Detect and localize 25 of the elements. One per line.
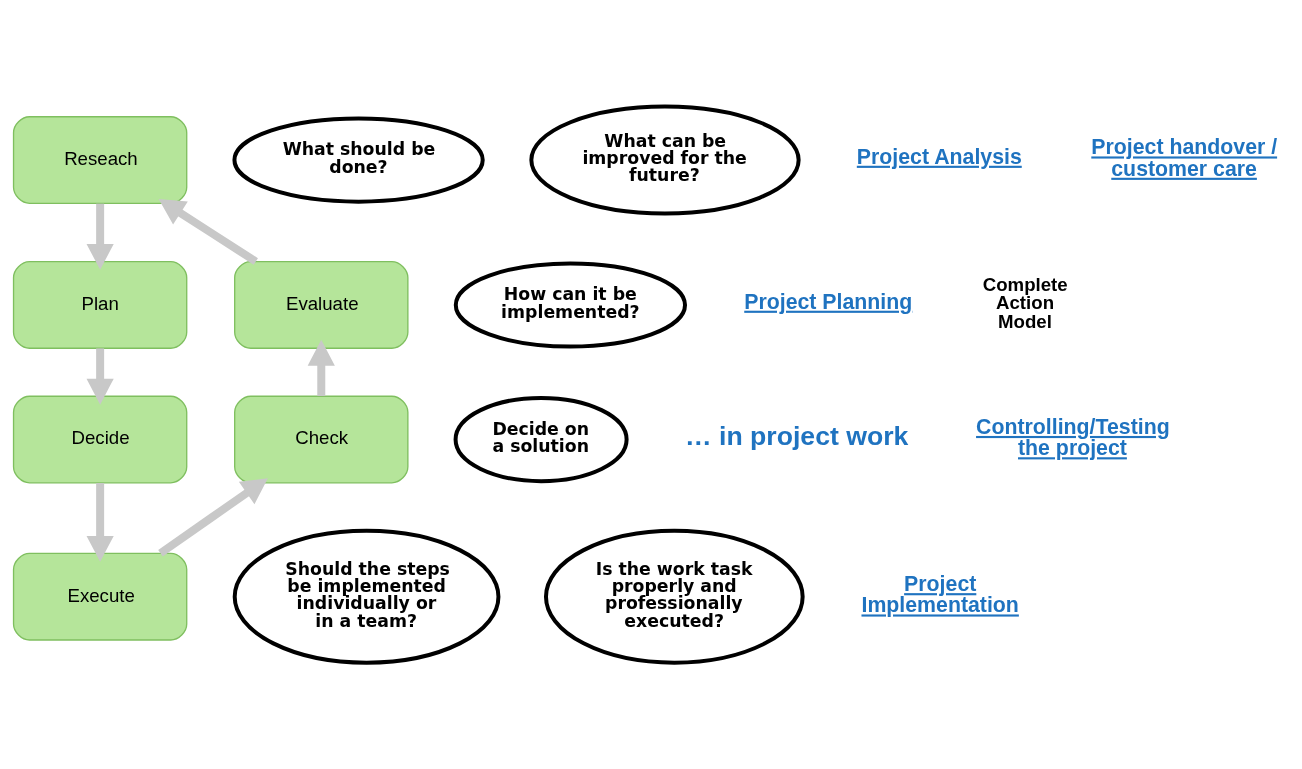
node-box: Plan xyxy=(12,261,188,349)
node-box: Decide xyxy=(12,395,188,484)
node-box: Execute xyxy=(12,552,188,641)
label: Project Implementation xyxy=(861,572,1019,618)
arrow xyxy=(158,199,258,265)
arrow xyxy=(86,483,114,562)
arrow xyxy=(86,203,114,270)
label: Project handover / customer care xyxy=(1091,135,1278,181)
node-ellipse: Should the steps be implemented individually or in a team? xyxy=(232,528,501,665)
node-ellipse: What can be improved for the future? xyxy=(529,104,801,216)
node-ellipse: Decide on a solution xyxy=(453,395,629,484)
node-box: Check xyxy=(234,395,409,484)
node-box: Evaluate xyxy=(234,261,409,349)
node-ellipse: How can it be implemented? xyxy=(453,261,687,349)
label: Project Analysis xyxy=(856,144,1022,169)
arrow xyxy=(86,348,114,405)
node-ellipse: Is the work task properly and professionally executed? xyxy=(544,528,805,665)
label: Controlling/Testing the project xyxy=(976,414,1170,461)
node-ellipse: What should be done? xyxy=(232,116,485,204)
label: … in project work xyxy=(684,420,909,451)
label: Project Planning xyxy=(744,289,913,314)
arrow xyxy=(158,478,268,557)
node-box: Reseach xyxy=(12,116,188,204)
label: Complete Action Model xyxy=(982,273,1068,332)
arrow xyxy=(307,339,335,397)
